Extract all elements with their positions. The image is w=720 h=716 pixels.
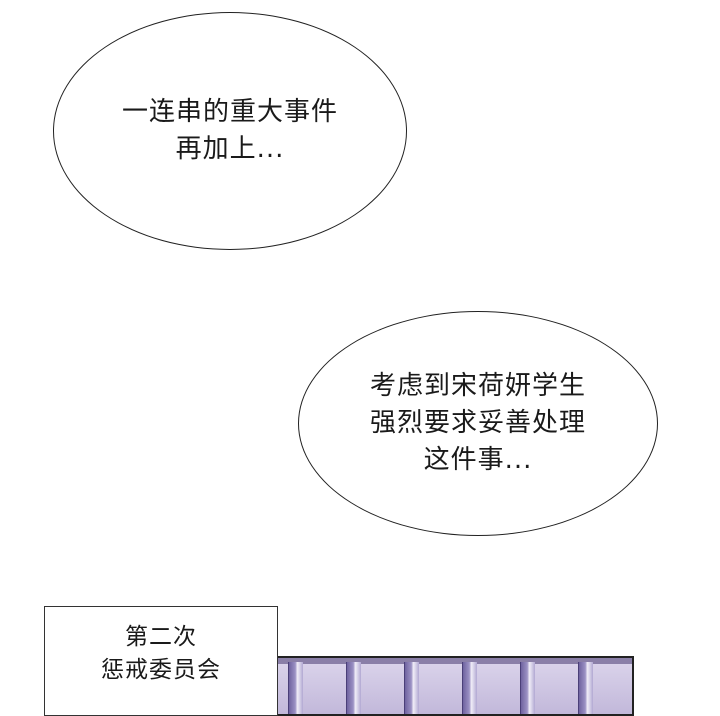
caption-line-1: 第二次 (125, 624, 197, 650)
window-post (404, 662, 419, 714)
speech-bubble-2-line-1: 考虑到宋荷妍学生 (369, 371, 586, 401)
comic-panel-building (240, 656, 634, 716)
window-post (520, 662, 535, 714)
speech-bubble-1-line-2: 再加上... (175, 134, 285, 164)
speech-bubble-2: 考虑到宋荷妍学生 强烈要求妥善处理 这件事... (298, 311, 658, 536)
speech-bubble-1: 一连串的重大事件 再加上... (53, 12, 407, 250)
window-post (288, 662, 303, 714)
caption-line-2: 惩戒委员会 (101, 657, 221, 683)
speech-bubble-2-line-3: 这件事... (423, 445, 533, 475)
window-post (346, 662, 361, 714)
speech-bubble-1-line-1: 一连串的重大事件 (121, 97, 338, 127)
speech-bubble-2-line-2: 强烈要求妥善处理 (369, 408, 586, 438)
window-post (578, 662, 593, 714)
panel-top-band (242, 658, 632, 664)
window-post (462, 662, 477, 714)
caption-box: 第二次 惩戒委员会 (44, 606, 278, 716)
